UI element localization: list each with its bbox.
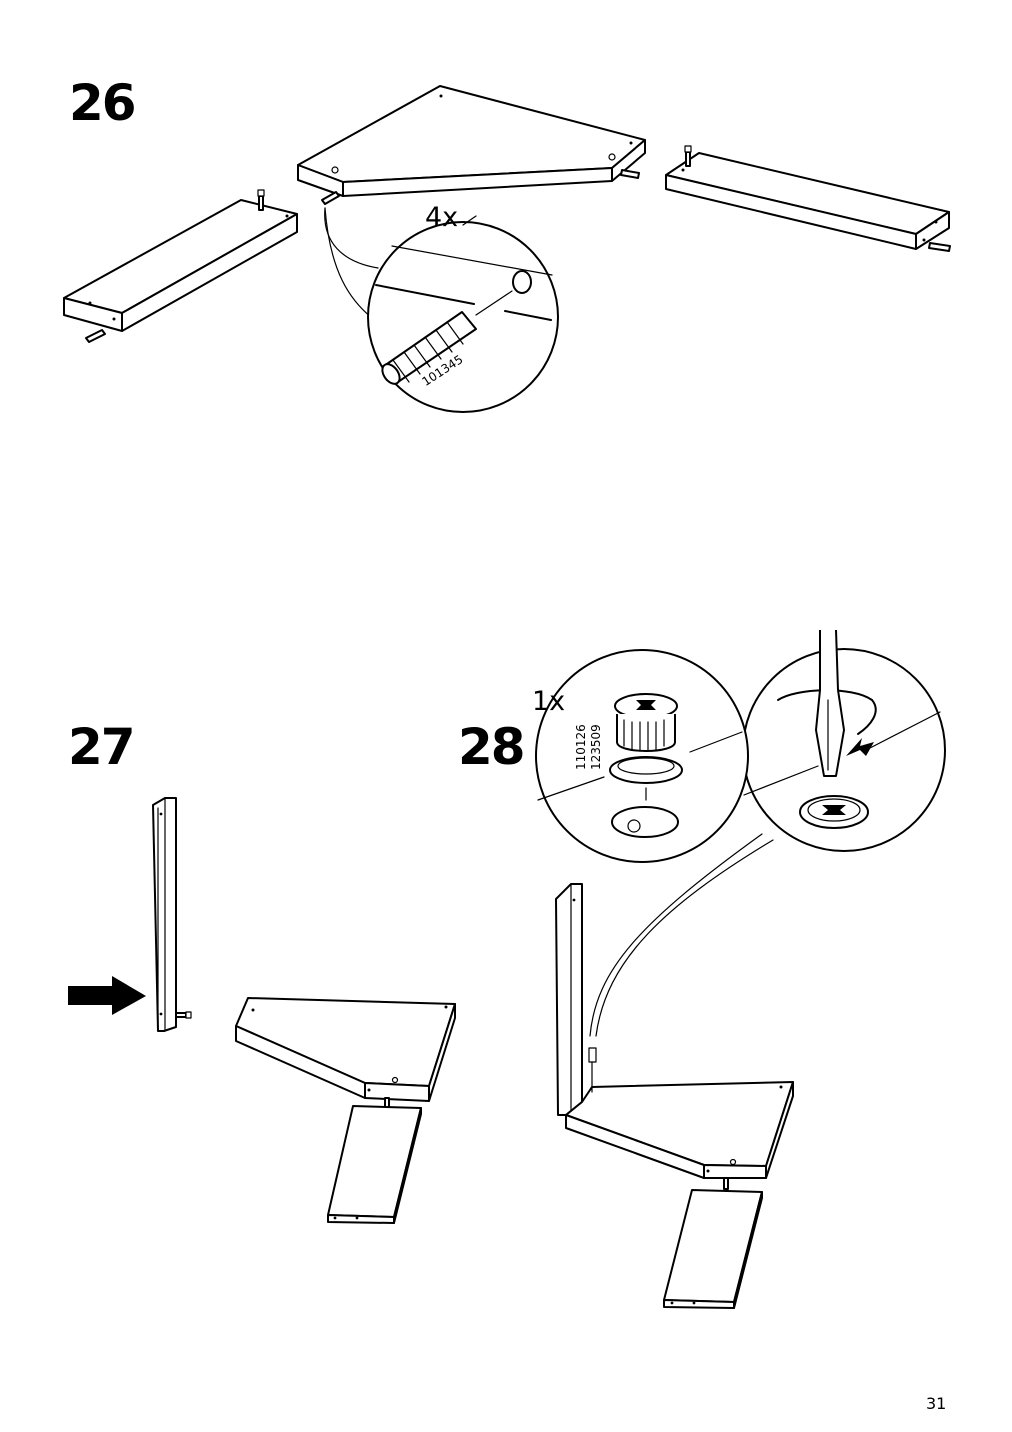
dowel-icon xyxy=(684,145,692,167)
step-number: 27 xyxy=(68,718,136,776)
step-number: 26 xyxy=(69,74,137,132)
dowel-icon xyxy=(620,169,640,179)
corner-panel xyxy=(297,85,646,197)
vertical-side-panel xyxy=(152,797,177,1032)
page-number: 31 xyxy=(926,1394,947,1413)
quantity-label: 4x xyxy=(425,202,459,233)
dowel-icon xyxy=(321,191,340,205)
quantity-label: 1x xyxy=(532,686,566,717)
step-28-illustration xyxy=(535,629,946,1309)
screwdriver-icon xyxy=(815,629,845,777)
side-board-left xyxy=(63,199,298,332)
arrow-right-icon xyxy=(68,976,146,1015)
dowel-icon xyxy=(928,242,951,252)
bottom-board xyxy=(327,1105,422,1224)
step-number: 28 xyxy=(458,718,526,776)
bottom-board xyxy=(663,1189,763,1309)
side-board-right xyxy=(665,152,950,250)
step-26-illustration xyxy=(63,85,951,413)
rotate-arrow-icon xyxy=(846,738,874,756)
dowel-icon xyxy=(723,1177,729,1190)
dowel-icon xyxy=(381,290,513,385)
part-number: 110126 xyxy=(574,724,588,770)
cam-lock-icon xyxy=(799,795,869,829)
cam-lock-icon xyxy=(588,1047,597,1093)
dowel-icon xyxy=(85,329,106,343)
dowel-icon xyxy=(175,1011,192,1019)
dowel-icon xyxy=(257,189,265,211)
dowel-detail-callout xyxy=(324,207,559,413)
cam-lock-detail-callout xyxy=(535,649,749,863)
step-27-illustration xyxy=(68,797,456,1224)
corner-panel xyxy=(235,997,456,1102)
assembled-unit xyxy=(555,883,794,1179)
cam-lock-icon xyxy=(609,693,683,838)
screwdriver-detail-callout xyxy=(742,629,946,852)
part-number: 123509 xyxy=(589,724,603,770)
